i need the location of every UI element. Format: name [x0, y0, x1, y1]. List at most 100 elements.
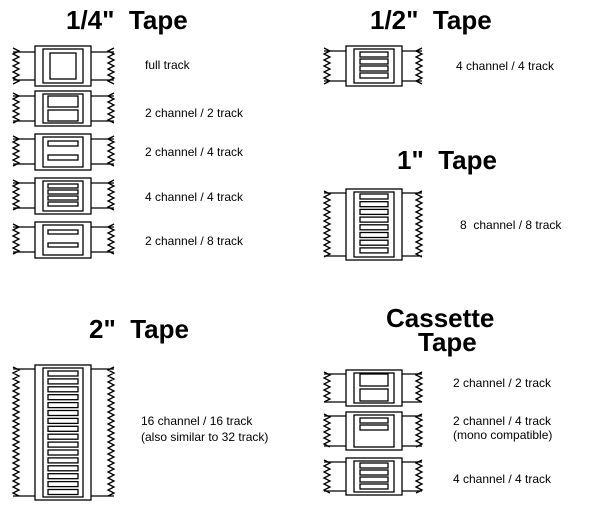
head-track	[359, 72, 389, 79]
head-inner	[353, 414, 395, 448]
head-inner	[42, 180, 84, 212]
tape-edge-left	[322, 459, 332, 494]
head-shell	[34, 221, 92, 259]
head-track	[47, 488, 79, 496]
tape-edge-right	[414, 413, 424, 448]
head-track	[359, 417, 389, 424]
tape-edge-left	[11, 135, 21, 167]
head-two-16ch-16tr	[11, 364, 116, 501]
head-inner	[353, 372, 395, 404]
head-shell	[345, 369, 403, 407]
title-cassette-tape-line1: Cassette	[386, 303, 495, 333]
head-inner	[42, 224, 84, 256]
label-two-16ch-16tr: 16 channel / 16 track	[141, 414, 253, 428]
head-quarter-2ch-2tr	[11, 90, 116, 127]
tape-edge-left	[11, 223, 21, 255]
head-inner	[42, 136, 84, 168]
head-track	[47, 480, 79, 488]
head-track	[359, 469, 389, 476]
title-two-inch-tape: 2" Tape	[89, 314, 189, 344]
head-track	[359, 247, 389, 254]
head-quarter-2ch-8tr	[11, 221, 116, 259]
head-cassette-2ch-2tr	[322, 369, 424, 407]
head-track	[359, 193, 389, 200]
head-shell	[34, 90, 92, 127]
title-half-inch-tape: 1/2" Tape	[370, 5, 492, 35]
label-half-4ch-4tr: 4 channel / 4 track	[456, 59, 555, 73]
head-track	[47, 401, 79, 409]
head-quarter-2ch-4tr	[11, 133, 116, 171]
head-track	[47, 140, 79, 147]
tape-edge-left	[322, 47, 332, 85]
tape-edge-right	[106, 366, 116, 497]
head-track	[47, 195, 79, 201]
head-inner	[42, 48, 84, 84]
tape-edge-right	[106, 135, 116, 167]
head-track	[359, 483, 389, 490]
tape-edge-left	[11, 179, 21, 211]
head-half-4ch-4tr	[322, 45, 424, 87]
head-track	[47, 465, 79, 472]
head-track	[47, 394, 79, 401]
head-track	[47, 189, 79, 195]
tape-edge-left	[322, 190, 332, 258]
head-track	[47, 109, 79, 122]
head-one-8ch-8tr	[322, 188, 424, 261]
head-shell	[34, 364, 92, 501]
label-quarter-2ch-8tr: 2 channel / 8 track	[145, 234, 244, 248]
head-track	[47, 425, 79, 432]
tape-edge-left	[11, 47, 21, 85]
head-track	[47, 370, 79, 377]
tape-edge-left	[322, 413, 332, 448]
head-track	[359, 224, 389, 231]
head-track	[359, 201, 389, 208]
head-inner	[42, 367, 84, 498]
tape-edge-left	[11, 92, 21, 124]
head-inner	[42, 93, 84, 124]
head-track	[47, 95, 79, 108]
head-track	[359, 239, 389, 246]
head-cassette-2ch-4tr	[322, 411, 424, 451]
tape-edge-left	[322, 371, 332, 403]
head-inner	[353, 191, 395, 258]
head-track	[47, 457, 79, 464]
head-track	[47, 378, 79, 385]
head-track	[47, 201, 79, 207]
tape-edge-left	[11, 366, 21, 497]
tape-edge-right	[414, 190, 424, 258]
tape-edge-right	[414, 47, 424, 85]
head-track	[47, 417, 79, 425]
head-track	[47, 433, 79, 440]
tape-edge-right	[414, 459, 424, 494]
head-quarter-4ch-4tr	[11, 177, 116, 215]
label-cassette-2ch-4tr: 2 channel / 4 track	[453, 414, 552, 428]
tape-edge-right	[106, 223, 116, 255]
label-quarter-full-track: full track	[145, 58, 190, 72]
head-track	[47, 229, 79, 235]
head-track	[47, 449, 79, 456]
label-quarter-4ch-4tr: 4 channel / 4 track	[145, 190, 244, 204]
head-track	[359, 476, 389, 483]
tape-edge-right	[106, 92, 116, 124]
head-track	[47, 154, 79, 161]
head-track	[359, 208, 389, 216]
title-one-inch-tape: 1" Tape	[397, 145, 497, 175]
head-track	[47, 409, 79, 417]
label-quarter-2ch-4tr: 2 channel / 4 track	[145, 145, 244, 159]
head-track	[359, 373, 389, 387]
head-quarter-full-track	[11, 45, 116, 87]
head-track	[359, 424, 389, 431]
head-track	[359, 65, 389, 72]
label-one-8ch-8tr: 8 channel / 8 track	[460, 218, 562, 232]
head-track	[47, 242, 79, 248]
head-cassette-4ch-4tr	[322, 457, 424, 496]
head-inner	[353, 48, 395, 84]
head-track	[359, 51, 389, 58]
tape-edge-right	[106, 47, 116, 85]
head-track	[47, 441, 79, 448]
head-track	[49, 52, 77, 80]
tape-edge-right	[106, 179, 116, 211]
head-track	[359, 388, 389, 402]
head-track	[359, 462, 389, 469]
